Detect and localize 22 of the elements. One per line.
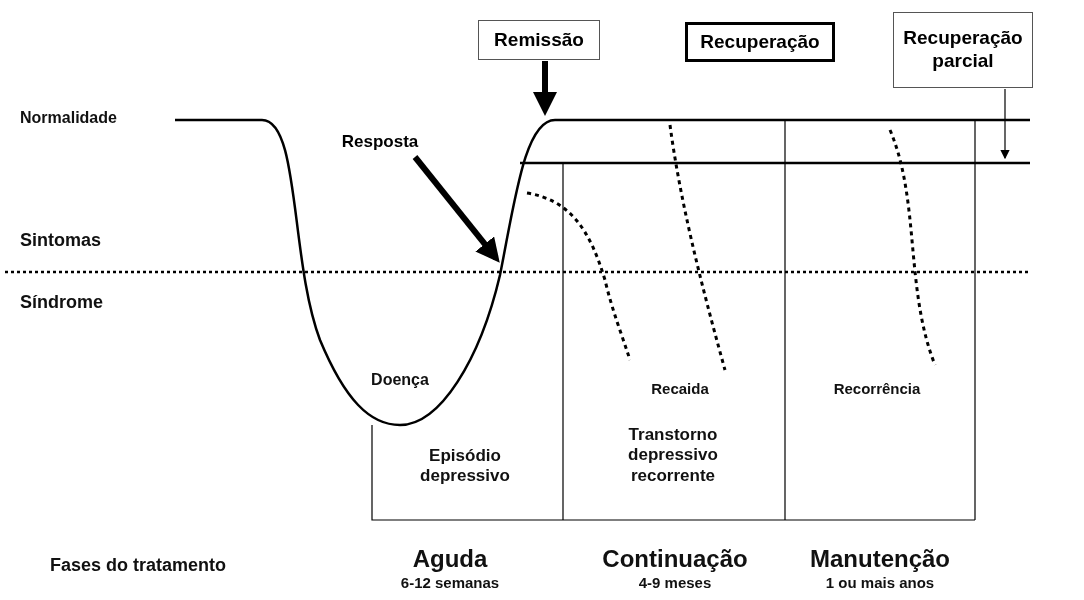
axis-label: Síndrome — [20, 292, 103, 314]
arrow — [533, 61, 557, 116]
phase-heading: Continuação — [601, 545, 749, 574]
arrow — [1000, 88, 1010, 160]
curve-label: Recorrência — [832, 380, 922, 398]
arrow — [412, 155, 500, 263]
axis-label: Normalidade — [20, 108, 117, 128]
status-box: Recuperação — [685, 22, 835, 62]
axis-label: Sintomas — [20, 230, 102, 252]
phase-label: Episódio depressivo — [419, 446, 511, 487]
callout-text: Resposta — [325, 128, 435, 156]
phase-heading: Manutenção — [809, 545, 951, 574]
curve-label: Doença — [370, 370, 430, 390]
status-box: Recuperação parcial — [893, 12, 1033, 88]
row-label: Fases do tratamento — [50, 555, 227, 577]
phase-label: Transtorno depressivo recorrente — [627, 425, 719, 487]
curve-label: Recaida — [650, 380, 710, 398]
status-box: Remissão — [478, 20, 600, 60]
duration-label: 6-12 semanas — [399, 574, 501, 592]
duration-label: 4-9 meses — [637, 574, 713, 592]
duration-label: 1 ou mais anos — [824, 574, 936, 592]
phase-heading: Aguda — [411, 545, 489, 574]
